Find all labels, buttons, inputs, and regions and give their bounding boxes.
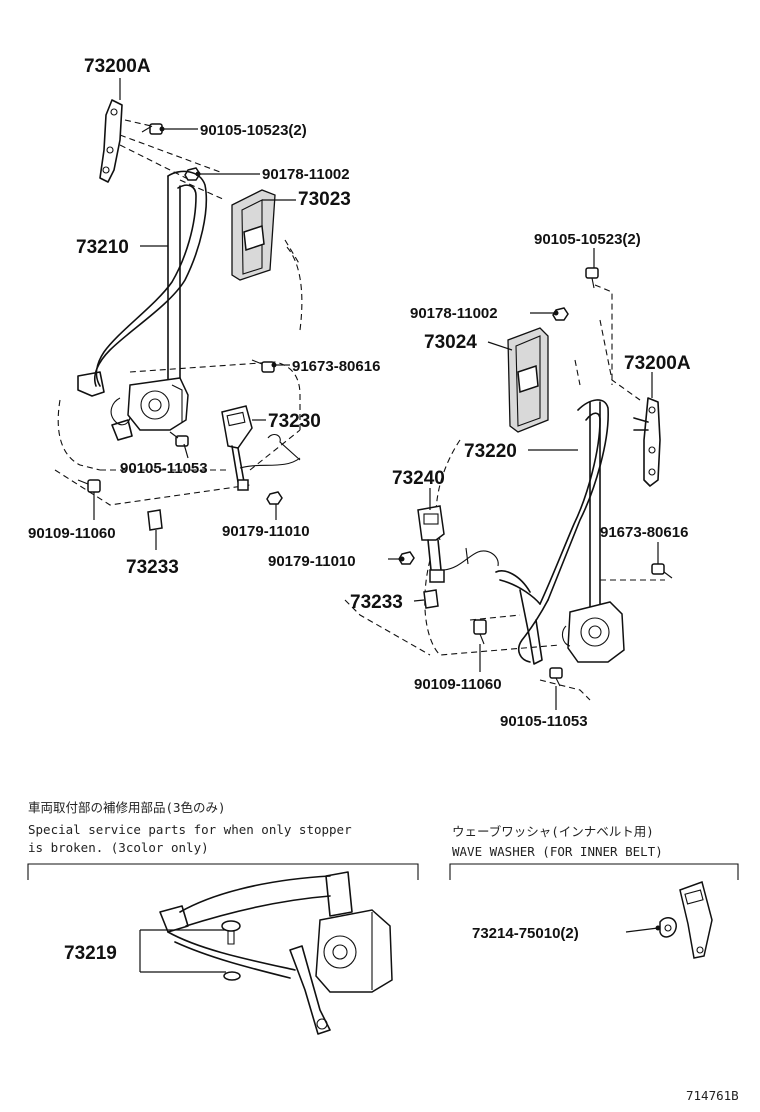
stopper-button-icon: [221, 920, 241, 945]
right-leader-lines: [388, 248, 659, 710]
note-washer-en: WAVE WASHER (FOR INNER BELT): [452, 844, 663, 859]
buckle-icon: [417, 505, 499, 583]
bolt-icon: [141, 123, 163, 135]
cover-icon: [423, 589, 439, 609]
buckle-tongue-icon: [679, 881, 713, 959]
label-91673-80616-right: 91673-80616: [600, 524, 688, 541]
label-73024: 73024: [424, 332, 477, 353]
bolt-icon: [585, 267, 599, 289]
special-service-parts-section: [27, 863, 419, 1035]
label-73233-right: 73233: [350, 592, 403, 613]
label-73220: 73220: [464, 441, 517, 462]
note-special-en-1: Special service parts for when only stop…: [28, 822, 352, 837]
retractor-icon: [110, 377, 189, 431]
buckle-icon: [221, 405, 301, 491]
bolt-icon: [251, 359, 275, 373]
belt-guide-icon: [231, 189, 276, 281]
label-73200a-right: 73200A: [624, 353, 691, 374]
label-90105-10523-left: 90105-10523(2): [200, 122, 307, 139]
stopper-button-icon: [223, 971, 241, 981]
label-90179-11010-left: 90179-11010: [222, 523, 310, 540]
label-90179-11010-right: 90179-11010: [268, 553, 356, 570]
label-90105-11053-left: 90105-11053: [120, 460, 208, 477]
label-73210: 73210: [76, 237, 129, 258]
label-90178-11002-left: 90178-11002: [262, 166, 350, 183]
label-73219: 73219: [64, 943, 117, 964]
left-leader-lines: [93, 78, 296, 550]
bolt-icon: [169, 431, 189, 447]
note-special-jp: 車両取付部の補修用部品(3色のみ): [28, 800, 226, 815]
label-73200a-left: 73200A: [84, 56, 151, 77]
label-90105-10523-right: 90105-10523(2): [534, 231, 641, 248]
label-91673-80616-left: 91673-80616: [292, 358, 380, 375]
retractor-icon: [561, 601, 625, 663]
figure-id: 714761B: [686, 1088, 739, 1103]
label-73023: 73023: [298, 189, 351, 210]
label-73240: 73240: [392, 468, 445, 489]
label-73230: 73230: [268, 411, 321, 432]
cover-icon: [147, 509, 163, 531]
label-73233-left: 73233: [126, 557, 179, 578]
belt-guide-icon: [507, 327, 549, 433]
bolt-icon: [549, 667, 563, 687]
label-73214-75010: 73214-75010(2): [472, 925, 579, 942]
right-seat-belt-assembly: [344, 267, 673, 701]
anchor-bolt-icon: [77, 479, 101, 493]
label-90178-11002-right: 90178-11002: [410, 305, 498, 322]
note-washer-jp: ウェーブワッシャ(インナベルト用): [452, 824, 654, 839]
wave-washer-section: [449, 863, 739, 959]
retractor-icon: [315, 871, 393, 993]
label-90105-11053-right: 90105-11053: [500, 713, 588, 730]
left-seat-belt-assembly: [54, 99, 303, 531]
anchor-bolt-icon: [473, 619, 487, 645]
part-number-labels: 73200A 90105-10523(2) 90178-11002 73023 …: [28, 56, 691, 964]
note-special-en-2: is broken. (3color only): [28, 840, 209, 855]
nut-icon: [266, 491, 283, 505]
label-90109-11060-left: 90109-11060: [28, 525, 116, 542]
bolt-icon: [651, 563, 673, 579]
wave-washer-icon: [659, 917, 677, 938]
notes: 車両取付部の補修用部品(3色のみ) Special service parts …: [28, 800, 739, 1103]
label-90109-11060-right: 90109-11060: [414, 676, 502, 693]
